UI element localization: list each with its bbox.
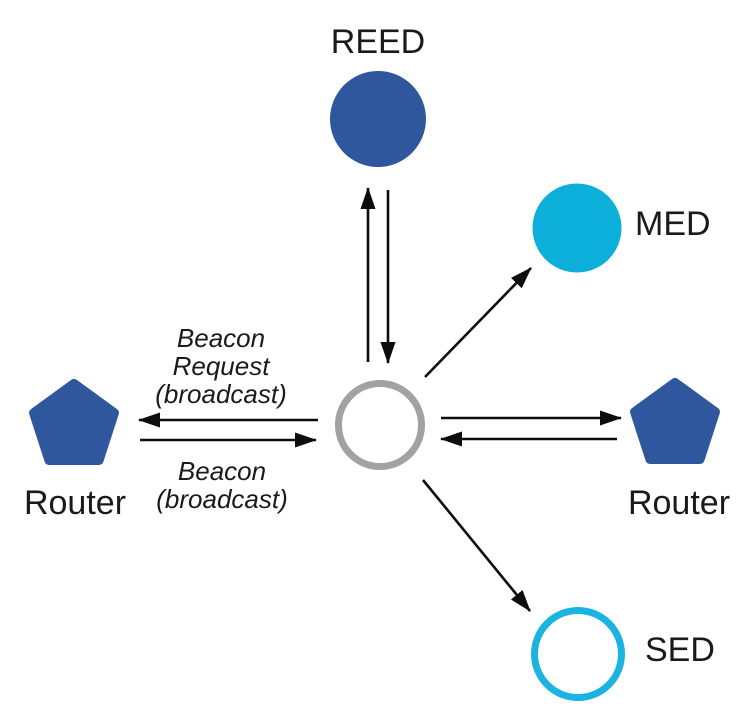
- sed-label: SED: [645, 631, 715, 669]
- beacon-request-line-1: Beacon: [177, 323, 265, 353]
- joiner-node-circle: [335, 380, 425, 470]
- beacon-request-label: Beacon Request (broadcast): [155, 323, 287, 409]
- beacon-line-2: (broadcast): [156, 484, 288, 514]
- router-right-pentagon: [630, 378, 720, 464]
- link-joiner-router-right: [440, 410, 622, 447]
- beacon-request-line-2: Request: [173, 351, 272, 381]
- arrow-joiner-to-med: [424, 267, 532, 378]
- link-joiner-reed: [360, 187, 396, 364]
- med-node-circle: [532, 183, 622, 273]
- router-left-pentagon: [29, 379, 119, 465]
- arrow-joiner-to-sed: [421, 479, 532, 612]
- link-joiner-router-left: [138, 412, 318, 448]
- med-label: MED: [635, 205, 711, 243]
- reed-label: REED: [331, 23, 425, 61]
- sed-node-circle: [531, 607, 625, 701]
- router-left-label: Router: [24, 484, 126, 522]
- beacon-request-line-3: (broadcast): [155, 379, 287, 409]
- reed-node-circle: [330, 71, 426, 167]
- beacon-line-1: Beacon: [178, 456, 266, 486]
- beacon-label: Beacon (broadcast): [156, 456, 288, 514]
- router-right-label: Router: [628, 484, 730, 522]
